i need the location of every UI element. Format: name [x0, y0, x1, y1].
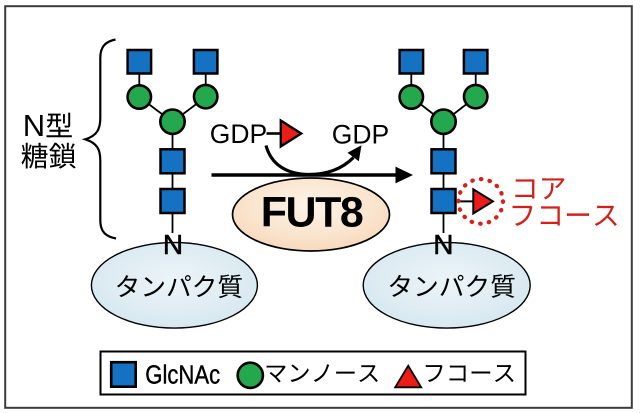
svg-text:N: N [163, 229, 183, 260]
svg-text:N: N [433, 229, 453, 260]
svg-text:GDP: GDP [210, 119, 267, 149]
svg-text:GDP: GDP [332, 119, 389, 149]
svg-text:GlcNAc: GlcNAc [145, 361, 220, 390]
svg-text:FUT8: FUT8 [261, 189, 363, 237]
svg-text:N: N [23, 108, 45, 143]
